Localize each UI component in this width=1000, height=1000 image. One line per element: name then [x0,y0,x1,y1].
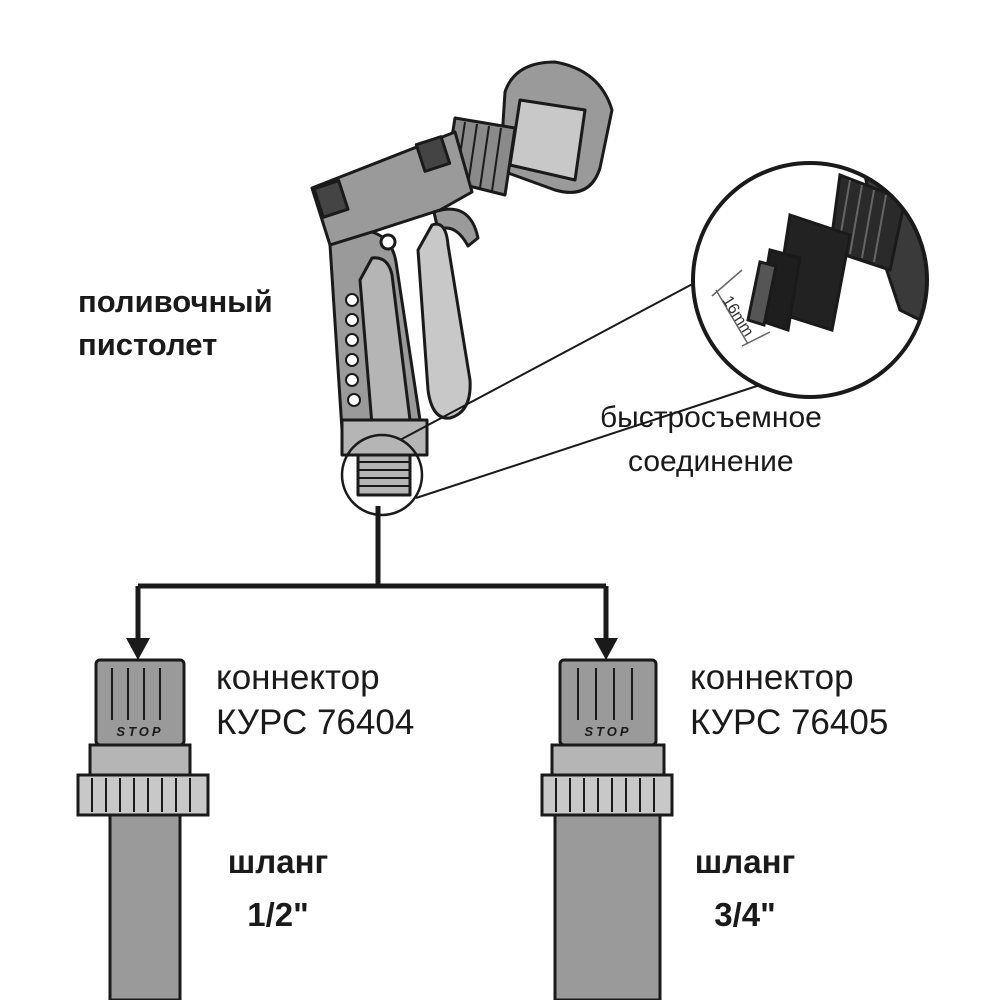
hose-right-label: шланг 3/4" [680,835,810,941]
stop-mark-left: STOP [116,724,163,739]
quick-connect-label-line-1: быстросъемное [600,401,822,434]
arrow-tree [135,506,609,640]
spray-gun-icon [310,60,614,497]
connector-left-line-2: КУРС 76404 [216,703,415,742]
gun-label: поливочный пистолет [78,280,273,366]
hose-left-label: шланг 1/2" [218,835,338,941]
hose-right-line-2: 3/4" [714,896,776,933]
detail-leader-top [399,279,701,441]
hose-left-line-2: 1/2" [247,896,309,933]
hose-right-line-1: шланг [694,843,796,880]
connector-right-label: коннектор КУРС 76405 [690,655,888,745]
hose-connector-icon [76,658,210,1000]
gun-label-line-2: пистолет [78,327,218,362]
arrow-down-icon [126,638,150,660]
outlet-highlight [340,433,424,517]
hose-connector-icon [540,658,674,1000]
connector-left-line-1: коннектор [216,658,380,697]
gun-label-line-1: поливочный [78,284,273,319]
quick-connect-label: быстросъемное соединение [600,396,822,484]
stop-mark-right: STOP [584,724,631,739]
quick-connector-icon: 16mm [691,161,929,399]
connector-right-line-2: КУРС 76405 [690,703,889,742]
detail-leader-bottom [415,384,761,499]
hose-left-line-1: шланг [227,843,329,880]
connector-left-label: коннектор КУРС 76404 [216,655,414,745]
quick-connect-label-line-2: соединение [628,445,794,478]
connector-right-line-1: коннектор [690,658,854,697]
arrow-down-icon [594,638,618,660]
